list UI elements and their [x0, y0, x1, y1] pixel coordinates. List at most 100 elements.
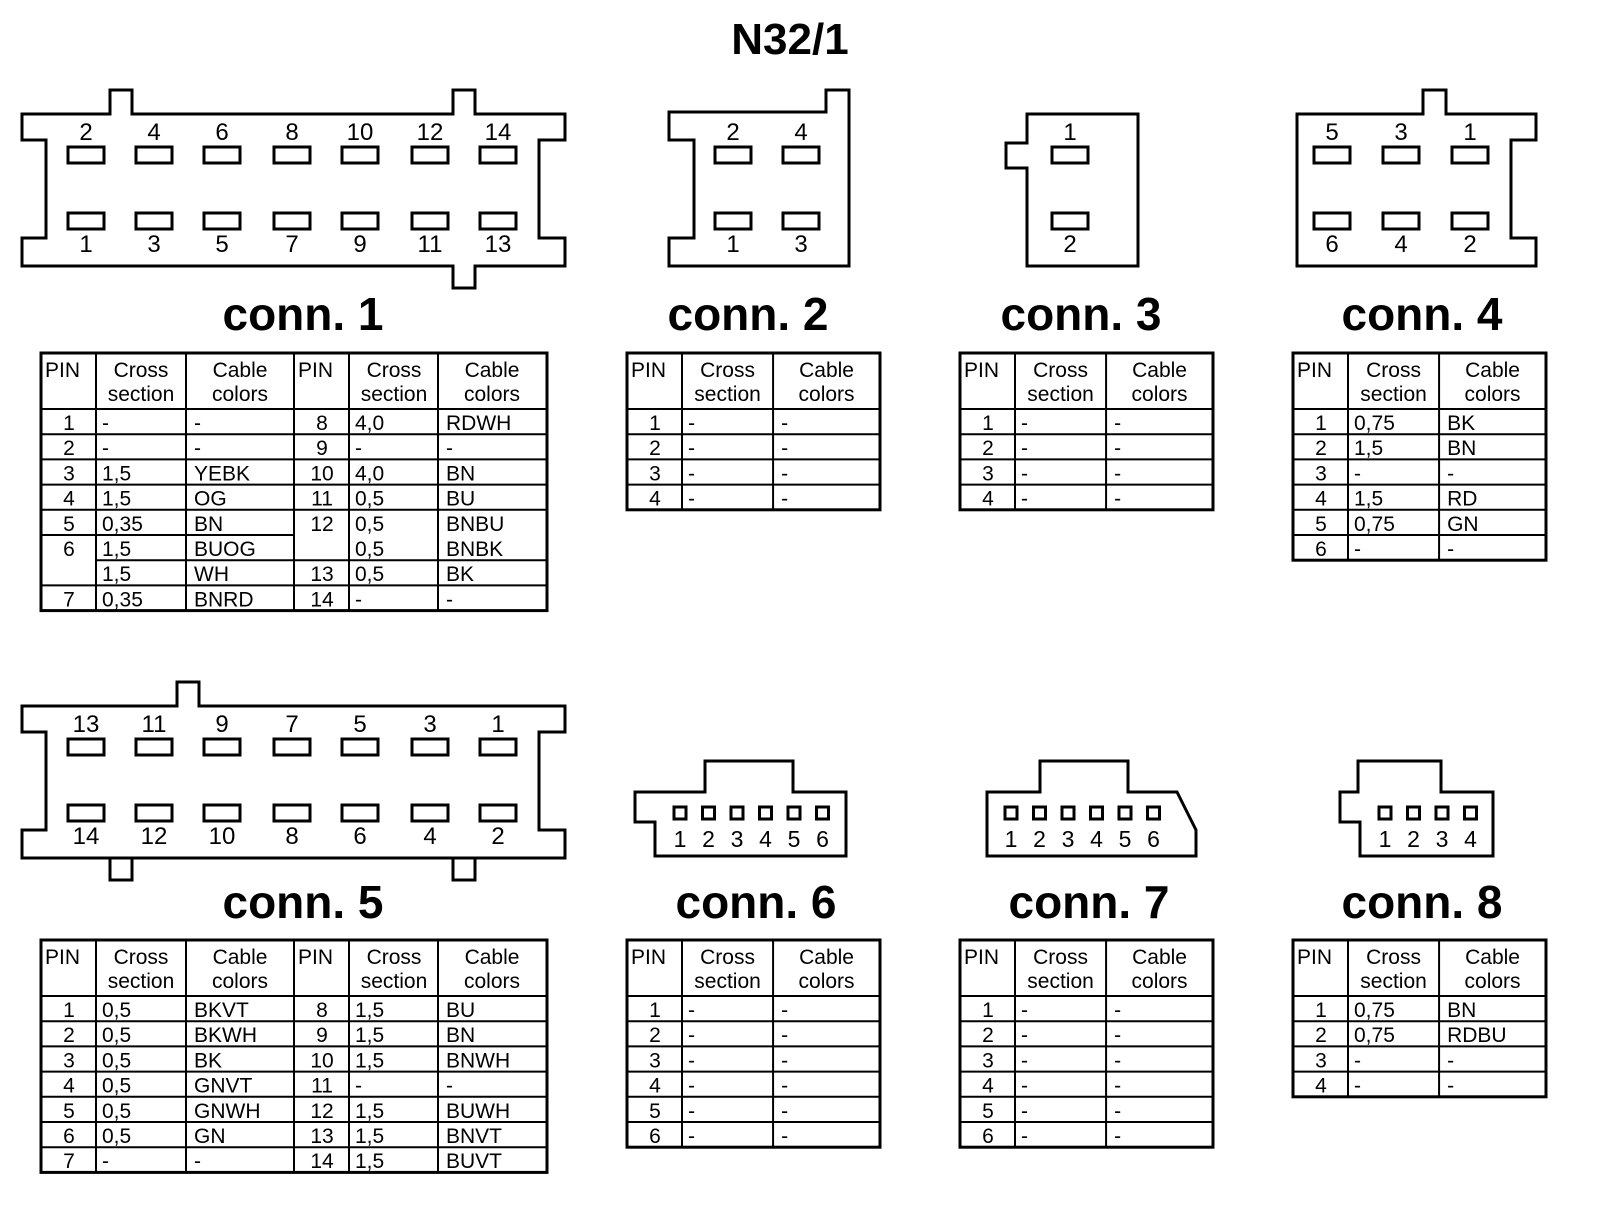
cross-section-cell: 1,5: [355, 1100, 384, 1123]
column-header-cable: colors: [1132, 970, 1188, 993]
cross-section-cell: -: [688, 1100, 695, 1123]
pin-number: 12: [417, 119, 444, 146]
cable-color-cell: BNWH: [446, 1049, 510, 1072]
column-header-cross: Cross: [1366, 359, 1421, 382]
pin-cell: 2: [63, 437, 75, 460]
cross-section-cell: 1,5: [102, 563, 131, 586]
cross-section-cell: 0,35: [102, 513, 143, 536]
pin-cell: 1: [649, 999, 661, 1022]
cross-section-cell: -: [1354, 538, 1361, 561]
pin-slot: [758, 805, 773, 821]
pin-number: 5: [215, 231, 228, 258]
pin-cell: 1: [1315, 412, 1327, 435]
cross-section-cell: 0,75: [1354, 412, 1395, 435]
pin-cell: 5: [649, 1100, 661, 1123]
column-header-cable: colors: [212, 383, 268, 406]
cable-color-cell: -: [194, 1150, 201, 1173]
pin-cell: 5: [63, 1100, 75, 1123]
pin-cell: 8: [316, 412, 328, 435]
cable-color-cell: BK: [1447, 412, 1475, 435]
connector-4-label: conn. 4: [1341, 288, 1502, 340]
cross-section-cell: -: [1021, 1125, 1028, 1148]
cable-color-cell: -: [1447, 538, 1454, 561]
column-header-cable: Cable: [799, 359, 854, 382]
column-header-cross: Cross: [700, 359, 755, 382]
pin-slot: [202, 211, 242, 231]
column-header-cross: section: [1360, 383, 1427, 406]
pin-cell: 4: [63, 488, 75, 511]
cross-section-cell: -: [1021, 1075, 1028, 1098]
pin-number: 3: [147, 231, 160, 258]
pin-cell: 1: [982, 412, 994, 435]
column-header-cable: Cable: [465, 946, 520, 969]
column-header-cross: section: [1027, 383, 1094, 406]
pin-number: 3: [1394, 119, 1407, 146]
cable-color-cell: -: [781, 412, 788, 435]
pin-number: 2: [726, 119, 739, 146]
cross-section-cell: 1,5: [1354, 437, 1383, 460]
cable-color-cell: BN: [1447, 999, 1476, 1022]
pin-cell: 7: [63, 588, 75, 611]
cable-color-cell: -: [781, 462, 788, 485]
pin-slot: [781, 211, 821, 231]
pin-slot: [478, 803, 518, 823]
connector-2-label: conn. 2: [667, 288, 828, 340]
pin-cell: 1: [63, 999, 75, 1022]
cross-section-cell: -: [688, 462, 695, 485]
pin-slot: [1377, 805, 1393, 821]
pin-slot: [1450, 145, 1490, 165]
cross-section-cell: -: [1021, 1100, 1028, 1123]
pin-slot: [1312, 211, 1352, 231]
cable-color-cell: -: [1447, 1049, 1454, 1072]
cable-color-cell: GN: [194, 1125, 226, 1148]
pin-number: 11: [418, 231, 443, 258]
cable-color-cell: -: [446, 588, 453, 611]
pin-number: 13: [73, 711, 100, 738]
pin-number: 14: [485, 119, 512, 146]
column-header-cross: section: [694, 970, 761, 993]
cable-color-cell: BN: [446, 462, 475, 485]
cross-section-cell: -: [355, 1075, 362, 1098]
cross-section-cell: -: [688, 1075, 695, 1098]
pin-slot: [1050, 145, 1090, 165]
pin-cell: 6: [63, 1125, 75, 1148]
pin-number: 1: [1063, 119, 1076, 146]
pin-slot: [66, 803, 106, 823]
cable-color-cell: BK: [194, 1049, 222, 1072]
pin-cell: 4: [982, 1075, 994, 1098]
column-header-cross: Cross: [367, 946, 422, 969]
pin-cell: 6: [982, 1125, 994, 1148]
pin-number: 4: [794, 119, 807, 146]
column-header-cable: colors: [212, 970, 268, 993]
cross-section-cell: 0,5: [355, 488, 384, 511]
cable-color-cell: BN: [194, 513, 223, 536]
pin-cell: 11: [311, 488, 333, 511]
pin-cell: 3: [1315, 462, 1327, 485]
cross-section-cell: 0,5: [102, 1075, 131, 1098]
pin-cell: 3: [982, 1049, 994, 1072]
connector-1-shell: [20, 88, 567, 290]
cross-section-cell: 0,5: [102, 1125, 131, 1148]
pin-number: 2: [79, 119, 92, 146]
column-header-cross: Cross: [1366, 946, 1421, 969]
pin-cell: 3: [982, 462, 994, 485]
cross-section-cell: -: [1354, 462, 1361, 485]
cross-section-cell: -: [688, 488, 695, 511]
pin-slot: [66, 145, 106, 165]
connector-3-housing: 12: [1004, 112, 1140, 268]
column-header-cross: Cross: [1033, 946, 1088, 969]
pin-cell: 4: [649, 1075, 661, 1098]
pin-cell: 2: [649, 437, 661, 460]
pin-number: 6: [1147, 826, 1160, 852]
pin-slot: [1146, 805, 1161, 821]
pin-number: 2: [491, 823, 504, 850]
cable-color-cell: -: [1114, 999, 1121, 1022]
cable-color-cell: -: [446, 1075, 453, 1098]
table-frame: [1291, 351, 1548, 562]
cross-section-cell: -: [688, 999, 695, 1022]
table-frame: [625, 938, 882, 1149]
pin-number: 2: [702, 826, 715, 852]
